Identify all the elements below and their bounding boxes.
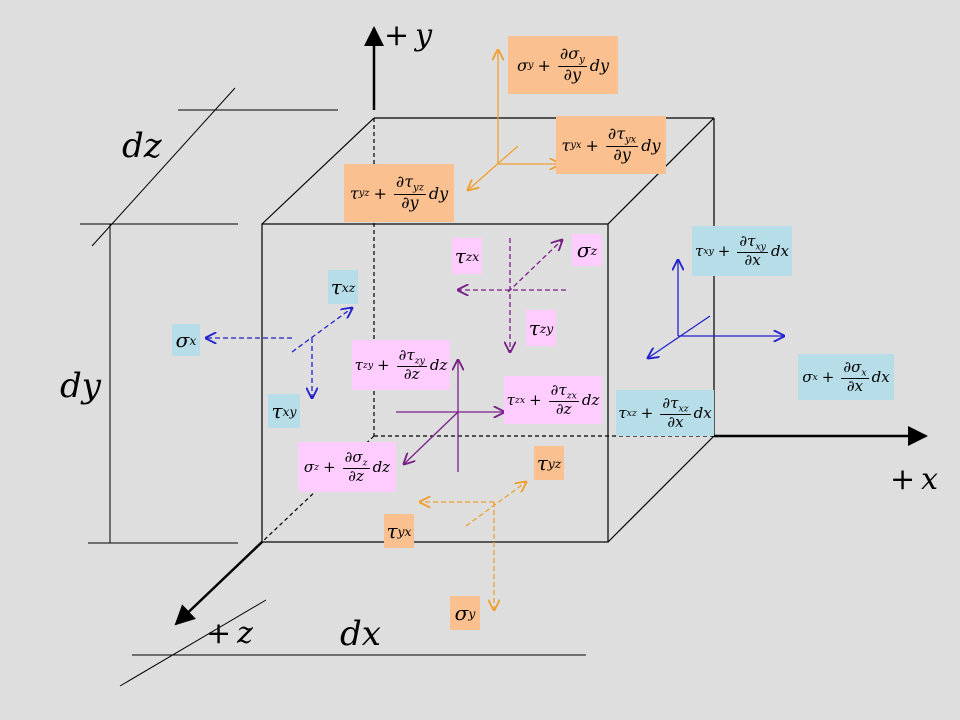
dimension-dz: dz — [122, 126, 162, 166]
dimension-dy: dy — [60, 366, 101, 406]
orange-arrows — [420, 50, 560, 610]
axes — [174, 26, 928, 626]
blue-arrows — [206, 260, 784, 398]
axis-label-x: +x — [890, 462, 939, 497]
axis-label-y: +y — [384, 18, 433, 53]
axis-label-z: +z — [206, 616, 253, 651]
dimension-lines — [80, 87, 586, 687]
dimension-dx: dx — [340, 614, 381, 654]
purple-arrows — [396, 238, 566, 472]
